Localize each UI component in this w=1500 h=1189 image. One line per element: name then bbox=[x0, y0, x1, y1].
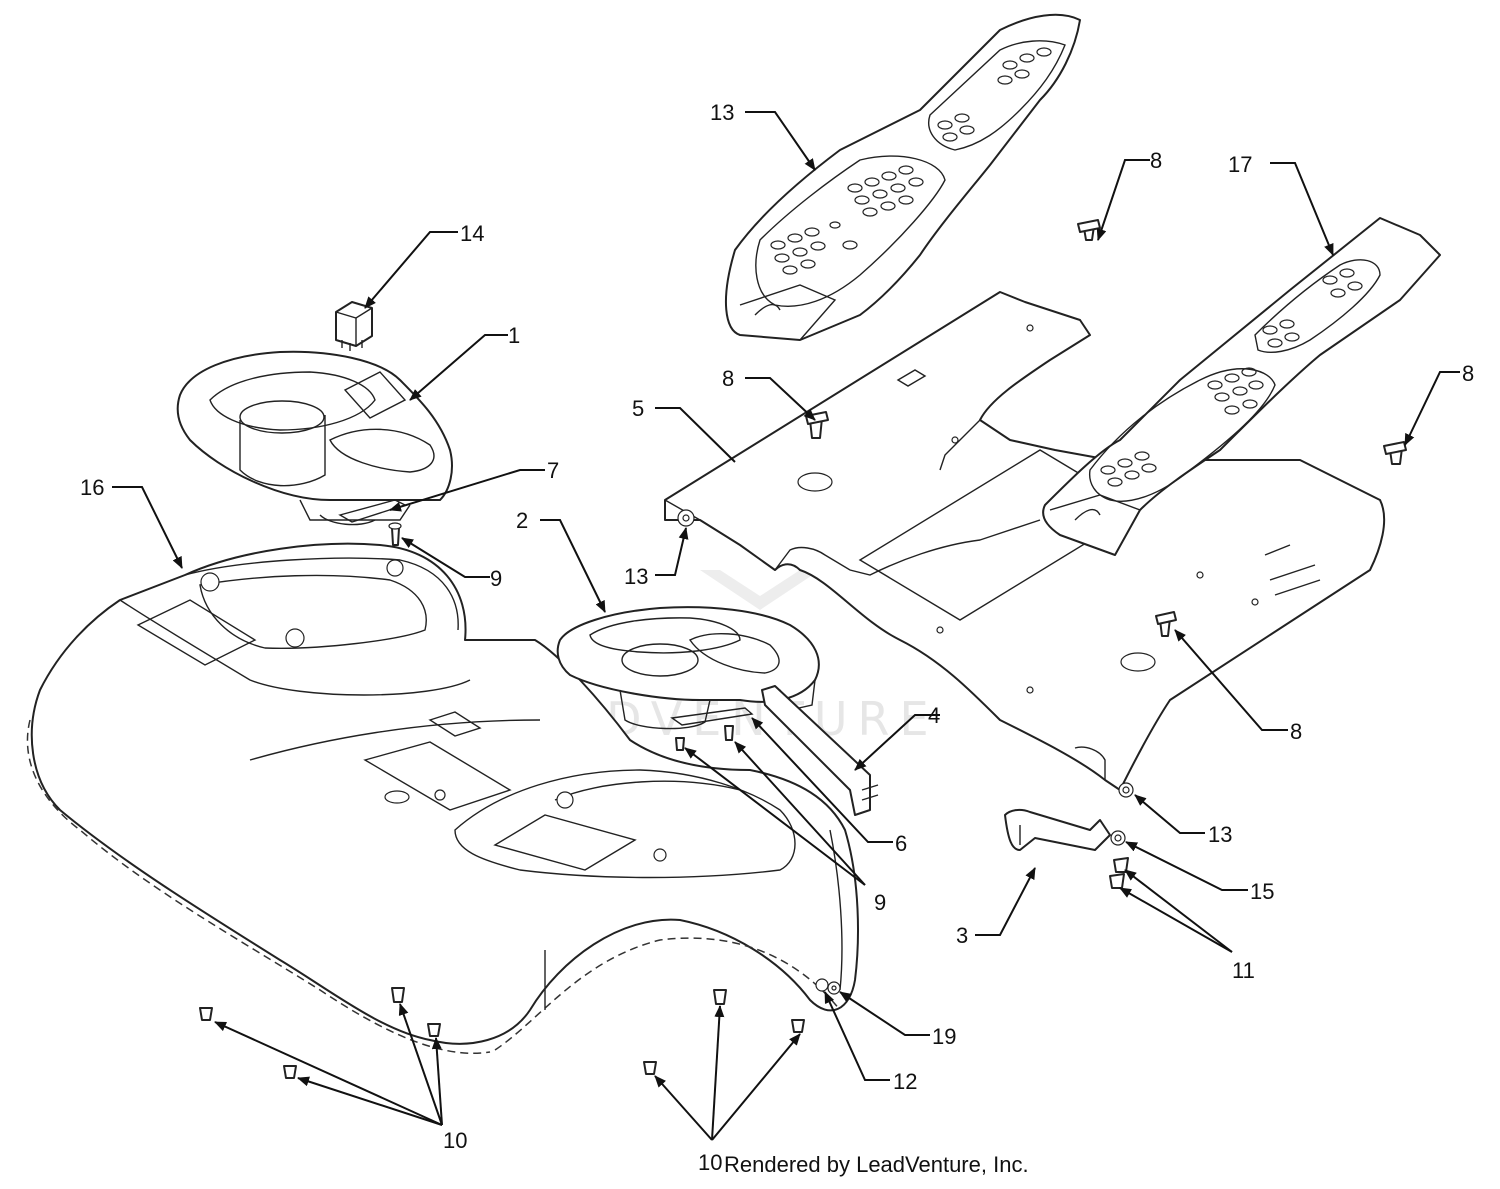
callout-10-right: 10 bbox=[698, 1150, 722, 1175]
part-3-bracket bbox=[1004, 808, 1111, 851]
part-10-screws-right bbox=[643, 989, 805, 1075]
part-19-washer bbox=[827, 981, 841, 995]
callout-8-lower: 8 bbox=[1290, 719, 1302, 744]
callout-2: 2 bbox=[516, 508, 528, 533]
part-11-bolts bbox=[1109, 857, 1129, 889]
callout-5: 5 bbox=[632, 396, 644, 421]
callout-17: 13 bbox=[710, 100, 734, 125]
part-4-bracket bbox=[761, 685, 879, 816]
part-5-frame bbox=[664, 291, 1386, 791]
part-14-switch bbox=[335, 301, 373, 351]
callout-13-left: 13 bbox=[624, 564, 648, 589]
callout-12: 12 bbox=[893, 1069, 917, 1094]
footer-credit: Rendered by LeadVenture, Inc. bbox=[724, 1152, 1029, 1177]
part-12-nut bbox=[815, 978, 829, 992]
callouts: 13 8 17 14 1 8 8 5 7 16 2 13 9 bbox=[80, 100, 1474, 1175]
callout-8-top: 8 bbox=[1150, 148, 1162, 173]
callout-7: 7 bbox=[547, 458, 559, 483]
callout-10-left: 10 bbox=[443, 1128, 467, 1153]
part-1-left-console bbox=[176, 350, 453, 526]
part-8-bolt-a bbox=[1077, 219, 1101, 241]
callout-4: 4 bbox=[928, 703, 940, 728]
callout-16: 16 bbox=[80, 475, 104, 500]
part-9-screw-a bbox=[388, 522, 402, 546]
part-9-screws-b bbox=[675, 725, 734, 751]
part-10-screws-left bbox=[199, 987, 441, 1079]
callout-9-top: 9 bbox=[490, 566, 502, 591]
part-2-right-console bbox=[556, 606, 820, 730]
callout-18: 17 bbox=[1228, 152, 1252, 177]
part-6-bracket bbox=[670, 707, 754, 726]
callout-9-bottom: 9 bbox=[874, 890, 886, 915]
callout-15: 15 bbox=[1250, 879, 1274, 904]
part-16-fender-deck bbox=[26, 542, 859, 1054]
callout-3: 3 bbox=[956, 923, 968, 948]
mat-18-dots bbox=[1100, 268, 1363, 487]
mat-17-dots bbox=[770, 47, 1052, 275]
part-7-bracket bbox=[338, 499, 407, 523]
callout-14: 14 bbox=[460, 221, 484, 246]
part-17-floor-mat bbox=[724, 13, 1081, 341]
callout-19: 19 bbox=[932, 1024, 956, 1049]
part-15-washer bbox=[1110, 830, 1126, 846]
callout-6: 6 bbox=[895, 831, 907, 856]
part-13-nut-a bbox=[677, 509, 695, 527]
callout-1: 1 bbox=[508, 323, 520, 348]
part-13-nut-b bbox=[1118, 782, 1134, 798]
part-8-bolt-d bbox=[1155, 611, 1177, 637]
callout-8-mid: 8 bbox=[722, 366, 734, 391]
part-8-bolt-c bbox=[1383, 441, 1407, 465]
part-18-floor-mat bbox=[1042, 217, 1441, 556]
callout-11: 11 bbox=[1232, 958, 1255, 983]
callout-13-right: 13 bbox=[1208, 822, 1232, 847]
callout-8-right: 8 bbox=[1462, 361, 1474, 386]
